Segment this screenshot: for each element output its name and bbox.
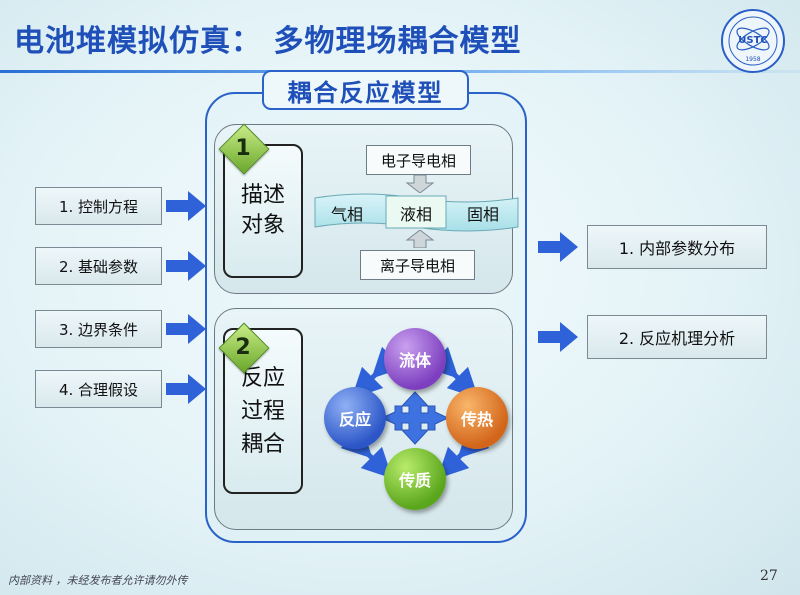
ion-phase-box: 离子导电相 [360, 250, 475, 280]
confidential-note: 内部资料 ，未经发布者允许请勿外传 [8, 574, 188, 587]
input-assumptions: 4. 合理假设 [35, 370, 162, 408]
input-basic-parameters: 2. 基础参数 [35, 247, 162, 285]
heat-transfer-node: 传热 [446, 387, 508, 449]
input-arrow-icon [166, 191, 206, 221]
down-arrow-icon [405, 175, 435, 193]
input-boundary-conditions: 3. 边界条件 [35, 310, 162, 348]
electron-phase-box: 电子导电相 [366, 145, 471, 175]
liquid-phase: 液相 [399, 205, 432, 224]
input-arrow-icon [166, 314, 206, 344]
section1-number: 1 [235, 135, 251, 161]
logo-text: USTC [738, 35, 767, 46]
page-number: 27 [760, 568, 778, 584]
flow-node: 流体 [384, 328, 446, 390]
input-arrow-icon [166, 374, 206, 404]
input-control-equations: 1. 控制方程 [35, 187, 162, 225]
section2-label-line3: 耦合 [240, 431, 285, 457]
solid-phase: 固相 [466, 205, 499, 224]
section2-label-line1: 反应 [240, 365, 285, 391]
university-logo-icon: USTC 1958 [721, 9, 785, 73]
section1-label-line1: 描述 [240, 183, 285, 208]
slide-title: 电池堆模拟仿真： 多物理场耦合模型 [14, 24, 522, 59]
mass-transfer-node: 传质 [384, 448, 446, 510]
coupling-cycle-arrows [340, 346, 490, 479]
coupling-model-title: 耦合反应模型 [262, 70, 469, 110]
output-internal-distribution: 1. 内部参数分布 [587, 225, 767, 269]
section2-number: 2 [235, 334, 251, 360]
output-arrow-icon [538, 232, 578, 262]
section1-label-line2: 对象 [240, 213, 285, 238]
logo-year: 1958 [745, 56, 760, 63]
output-mechanism-analysis: 2. 反应机理分析 [587, 315, 767, 359]
section2-label-line2: 过程 [240, 398, 285, 424]
output-arrow-icon [538, 322, 578, 352]
gas-phase: 气相 [330, 205, 363, 224]
phase-band-shape [314, 193, 519, 232]
input-arrow-icon [166, 251, 206, 281]
reaction-node: 反应 [324, 387, 386, 449]
up-arrow-icon [405, 230, 435, 248]
